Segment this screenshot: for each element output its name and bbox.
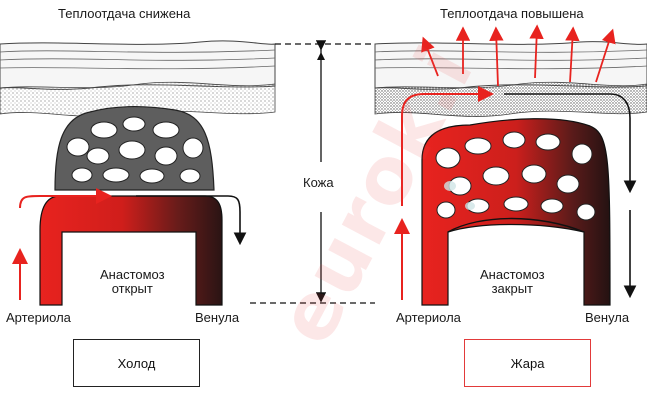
right-venule-label: Венула (585, 310, 630, 325)
skin-dimension (250, 40, 375, 304)
cold-caption-box: Холод (73, 339, 200, 387)
right-heat-arrows (421, 24, 616, 87)
right-flow-arrows (394, 86, 637, 300)
left-arteriole-label: Артериола (6, 310, 71, 325)
right-anastomosis-label: Анастомоз закрыт (480, 267, 545, 297)
left-venule-label: Венула (195, 310, 240, 325)
right-skin-layers (374, 41, 647, 117)
left-vessels (39, 105, 223, 306)
left-anastomosis-label: Анастомоз открыт (100, 267, 165, 297)
cold-caption: Холод (117, 355, 156, 371)
right-arteriole-label: Артериола (396, 310, 461, 325)
heat-caption: Жара (510, 355, 545, 371)
left-flow-arrows (12, 188, 247, 300)
right-vessels (421, 118, 611, 306)
left-title: Теплоотдача снижена (58, 6, 191, 21)
skin-label: Кожа (303, 175, 334, 190)
left-skin-layers (0, 40, 276, 117)
heat-caption-box: Жара (464, 339, 591, 387)
right-title: Теплоотдача повышена (440, 6, 584, 21)
